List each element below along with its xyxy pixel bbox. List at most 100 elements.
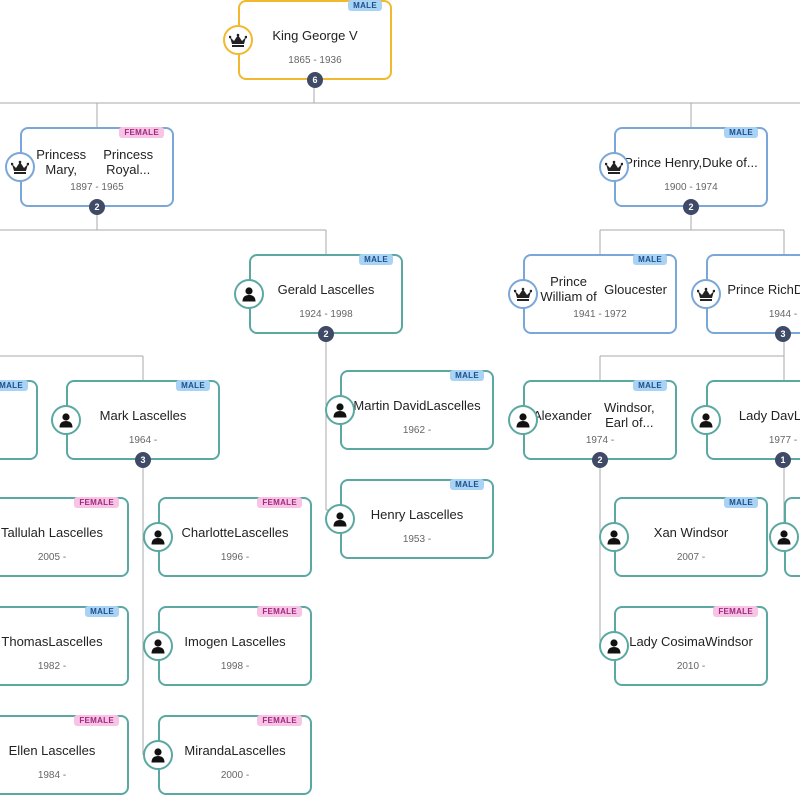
person-icon (599, 522, 629, 552)
person-card-mark[interactable]: MALE Mark Lascelles 1964 - (66, 380, 220, 460)
person-card-ellen[interactable]: FEMALE Ellen Lascelles 1984 - (0, 715, 129, 795)
crown-icon (5, 152, 35, 182)
children-count-badge[interactable]: 2 (89, 199, 105, 215)
children-count-badge[interactable]: 2 (318, 326, 334, 342)
crown-icon (599, 152, 629, 182)
gender-badge: FEMALE (119, 127, 164, 138)
children-count-badge[interactable]: 2 (683, 199, 699, 215)
person-dates: 1982 - (37, 661, 67, 672)
person-card-george[interactable]: MALE King George V 1865 - 1936 (238, 0, 392, 80)
person-dates: 1996 - (220, 552, 250, 563)
person-card-gerald[interactable]: MALE Gerald Lascelles 1924 - 1998 (249, 254, 403, 334)
person-dates: 2007 - (676, 552, 706, 563)
person-icon (691, 405, 721, 435)
children-count-badge[interactable]: 3 (775, 326, 791, 342)
person-dates: 1924 - 1998 (299, 309, 353, 320)
person-name: Ellen Lascelles (8, 742, 96, 758)
person-name: Tallulah Lascelles (1, 524, 103, 540)
person-name: Princess Mary,Princess Royal... (36, 147, 154, 177)
person-dates: 1974 - (585, 435, 615, 446)
person-name: Imogen Lascelles (184, 633, 286, 649)
gender-badge: FEMALE (257, 497, 302, 508)
person-dates: 1941 - 1972 (573, 309, 627, 320)
person-dates: 1964 - (128, 435, 158, 446)
person-icon (143, 631, 173, 661)
person-dates: 1977 - (768, 435, 798, 446)
gender-badge: MALE (450, 370, 484, 381)
children-count-badge[interactable]: 6 (307, 72, 323, 88)
gender-badge: MALE (348, 0, 382, 11)
person-name: King George V (272, 27, 358, 43)
person-name: Gerald Lascelles (277, 281, 375, 297)
person-card-davina[interactable]: Lady DavLewis 1977 - (706, 380, 800, 460)
person-name: Prince Henry,Duke of... (624, 154, 758, 170)
person-name: Mark Lascelles (99, 407, 187, 423)
person-dates: 1953 - (402, 534, 432, 545)
gender-badge: FEMALE (257, 715, 302, 726)
gender-badge: MALE (724, 497, 758, 508)
crown-icon (223, 25, 253, 55)
person-icon (325, 504, 355, 534)
person-name: Henry Lascelles (370, 506, 464, 522)
person-name: Xan Windsor (653, 524, 729, 540)
crown-icon (691, 279, 721, 309)
person-dates: 1865 - 1936 (288, 55, 342, 66)
person-dates: 1984 - (37, 770, 67, 781)
gender-badge: MALE (633, 254, 667, 265)
person-icon (143, 522, 173, 552)
children-count-badge[interactable]: 1 (775, 452, 791, 468)
gender-badge: FEMALE (257, 606, 302, 617)
person-icon (234, 279, 264, 309)
person-dates: 1944 - (768, 309, 798, 320)
person-name: es (0, 394, 28, 436)
person-card-xan[interactable]: MALE Xan Windsor 2007 - (614, 497, 768, 577)
person-dates: 1998 - (220, 661, 250, 672)
person-dates: 1962 - (402, 425, 432, 436)
person-dates: 2010 - (676, 661, 706, 672)
person-icon (599, 631, 629, 661)
person-icon (143, 740, 173, 770)
gender-badge: MALE (0, 380, 28, 391)
gender-badge: FEMALE (74, 497, 119, 508)
gender-badge: MALE (633, 380, 667, 391)
gender-badge: MALE (359, 254, 393, 265)
person-icon (769, 522, 799, 552)
person-icon (51, 405, 81, 435)
person-card-henryl[interactable]: MALE Henry Lascelles 1953 - (340, 479, 494, 559)
person-dates: 2000 - (220, 770, 250, 781)
person-card-henry[interactable]: MALE Prince Henry,Duke of... 1900 - 1974 (614, 127, 768, 207)
gender-badge: MALE (176, 380, 210, 391)
person-card-partial[interactable]: MALE es (0, 380, 38, 460)
children-count-badge[interactable]: 3 (135, 452, 151, 468)
person-icon (508, 405, 538, 435)
gender-badge: MALE (724, 127, 758, 138)
gender-badge: MALE (85, 606, 119, 617)
gender-badge: FEMALE (74, 715, 119, 726)
gender-badge: MALE (450, 479, 484, 490)
person-dates: 1900 - 1974 (664, 182, 718, 193)
person-card-imogen[interactable]: FEMALE Imogen Lascelles 1998 - (158, 606, 312, 686)
person-name: Lady DavLewis (738, 407, 800, 423)
gender-badge: FEMALE (713, 606, 758, 617)
person-icon (325, 395, 355, 425)
children-count-badge[interactable]: 2 (592, 452, 608, 468)
crown-icon (508, 279, 538, 309)
